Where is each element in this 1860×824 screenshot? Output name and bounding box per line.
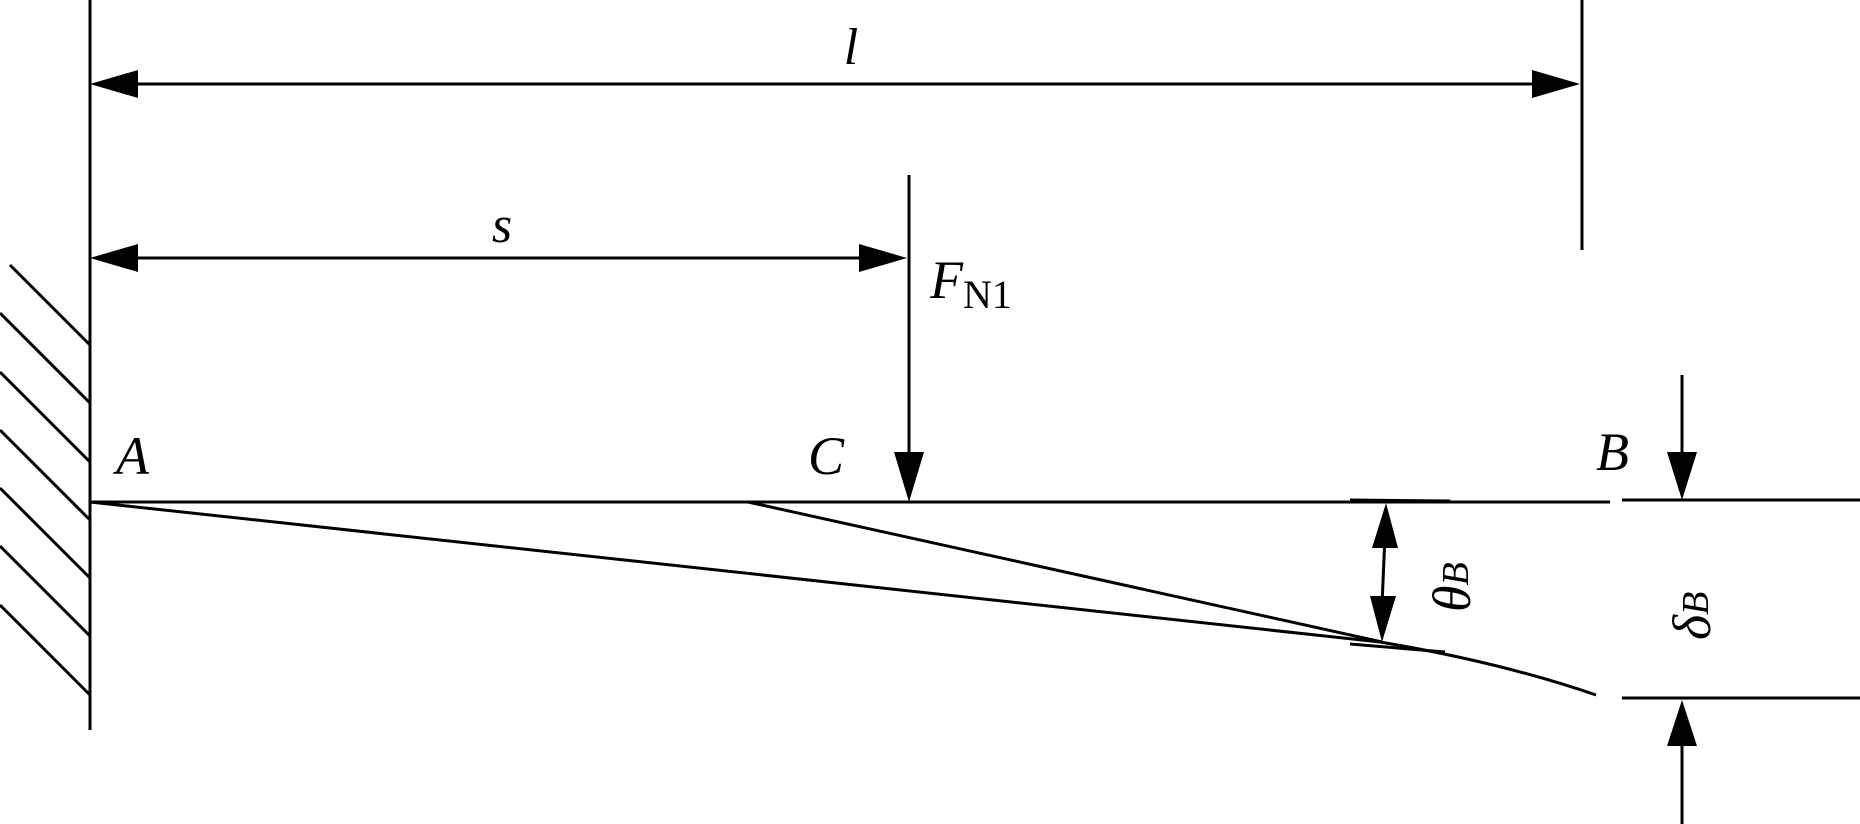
label-c: C [808, 426, 845, 486]
wall-hatching [0, 263, 92, 697]
label-b: B [1596, 422, 1629, 482]
label-a: A [113, 426, 150, 486]
dimension-l-left-arrow [90, 70, 138, 98]
force-fn1-arrowhead [894, 452, 924, 502]
dimension-s: s [90, 197, 907, 272]
label-l: l [844, 19, 858, 76]
dimension-l: l [90, 19, 1580, 98]
tangent-tick-bottom [1349, 642, 1446, 654]
deflected-curve [89, 500, 1597, 697]
label-theta-b: θB [1422, 562, 1482, 612]
delta-b-bottom-arrowhead [1667, 700, 1697, 746]
theta-b-up-arrow [1372, 503, 1398, 548]
dimension-l-right-arrow [1532, 70, 1580, 98]
label-delta-b: δB [1662, 592, 1722, 640]
dimension-s-left-arrow [90, 244, 138, 272]
tangent-tick-top [1349, 498, 1451, 503]
label-fn1: FN1 [929, 250, 1012, 317]
fixed-support [0, 0, 92, 730]
theta-b-down-arrow [1370, 596, 1396, 642]
label-s: s [492, 197, 512, 254]
rotation-theta-b: θB [1370, 503, 1482, 642]
force-fn1: FN1 [894, 175, 1012, 502]
dimension-s-right-arrow [859, 244, 907, 272]
deflection-delta-b: δB [1622, 375, 1860, 824]
tangent-line [747, 500, 1383, 644]
delta-b-top-arrowhead [1667, 452, 1697, 500]
